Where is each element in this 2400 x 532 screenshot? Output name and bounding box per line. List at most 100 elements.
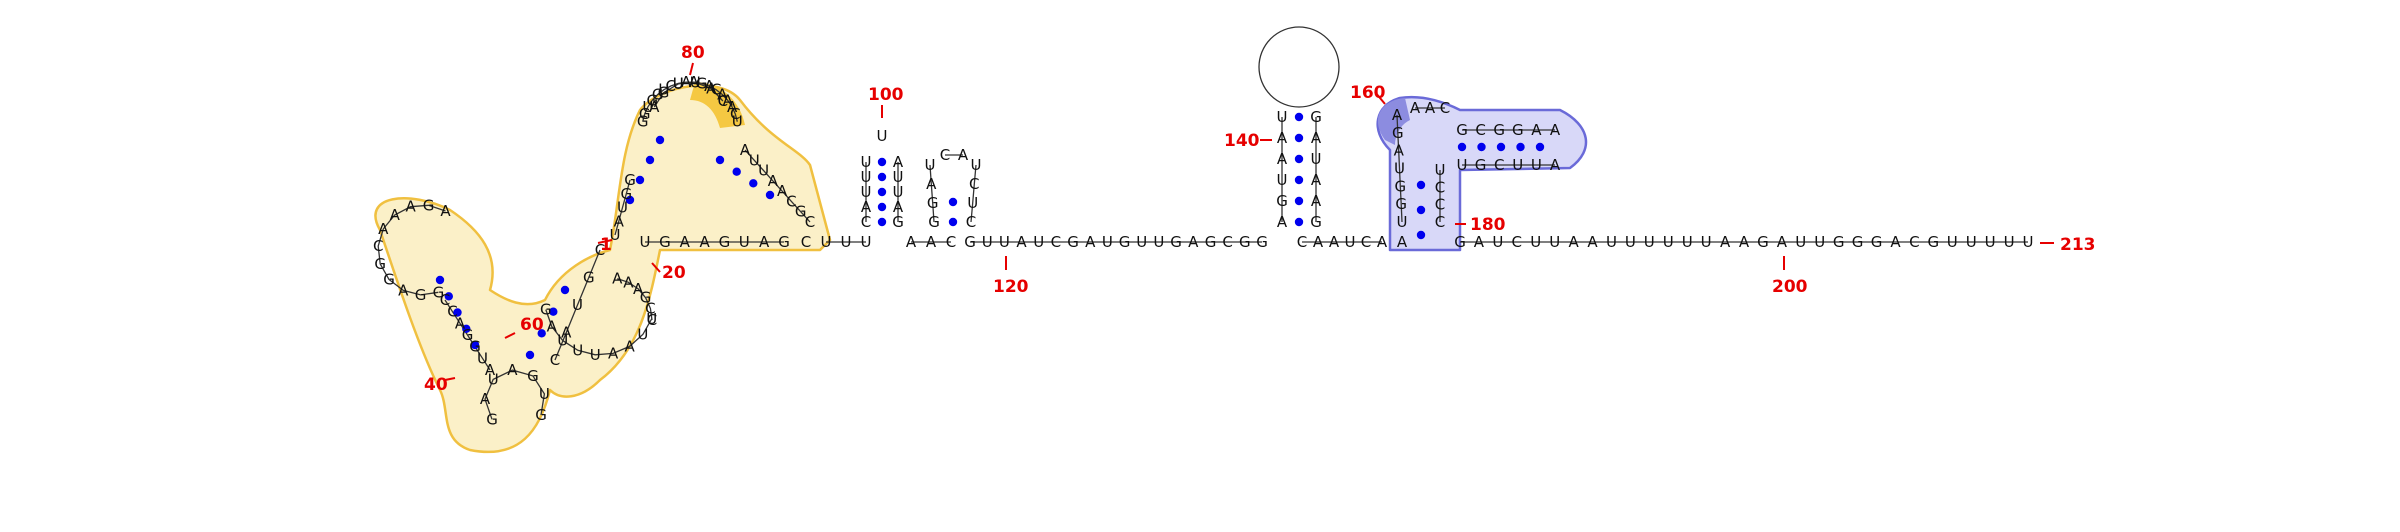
d2-stem-bot-nt-6: A [1550, 156, 1561, 174]
hp100-pair-3 [877, 187, 887, 197]
d2-stem-top-nt-5: A [1531, 121, 1542, 139]
d1-h-nt-1: A [612, 270, 623, 288]
d1-b-nt-7: A [485, 361, 496, 379]
strand-tail-nt-27: U [1947, 233, 1958, 251]
strand-mid-nt-2: U [982, 233, 993, 251]
hp140-pair-1 [1294, 112, 1304, 122]
strand-caauca-nt-1: C [1297, 233, 1307, 251]
d1-d-nt-5: C [595, 241, 605, 259]
hp100-right-nt-1: A [893, 153, 904, 171]
big-loop-nt-3: U [673, 75, 684, 93]
d1-i-nt-4: A [608, 344, 619, 362]
d1-c-nt-4: A [507, 361, 518, 379]
d2-stem-pair-1 [1457, 142, 1467, 152]
strand-tail-nt-16: A [1739, 233, 1750, 251]
d1-stem4-pair-1 [715, 155, 725, 165]
hp100-left-nt-5: U [861, 153, 872, 171]
d2-stem-pair-3 [1496, 142, 1506, 152]
strand-tail-nt-20: U [1814, 233, 1825, 251]
d1-e-nt-1: U [610, 226, 621, 244]
d2-right-nt-4: U [1435, 161, 1446, 179]
d2-left-nt-1: U [1397, 213, 1408, 231]
strand-tail-nt-4: C [1512, 233, 1522, 251]
strand-tail-nt-28: U [1966, 233, 1977, 251]
strand-mid-nt-11: U [1136, 233, 1147, 251]
d2-stem-top-nt-2: C [1475, 121, 1485, 139]
hp140-left-nt-4: A [1277, 150, 1288, 168]
hp2-top-nt-2: A [958, 146, 969, 164]
d1-a-backbone [377, 204, 446, 296]
hp100-right-nt-4: A [893, 198, 904, 216]
strand-a2-nt-1: A [1397, 233, 1408, 251]
num-tick-60 [504, 332, 516, 339]
d1-h-nt-6: C [647, 311, 657, 329]
d1-h-nt-3: A [633, 280, 644, 298]
d1-a-nt-7: A [378, 220, 389, 238]
strand-start-nt-1: U [640, 233, 651, 251]
d1-b-nt-4: G [462, 326, 474, 344]
d1-stem1-pair-5 [470, 340, 480, 350]
hp2-top-nt-1: C [940, 146, 950, 164]
d2-lower-pair-3 [1416, 230, 1426, 240]
big-loop-nt-1: A [649, 98, 660, 116]
strand-mid-nt-15: G [1205, 233, 1217, 251]
d1-g-nt-6: C [786, 192, 796, 210]
d1-g-nt-5: A [777, 182, 788, 200]
hp140-left-nt-2: G [1276, 192, 1288, 210]
strand-tail-nt-13: U [1682, 233, 1693, 251]
strand-mid-nt-16: C [1222, 233, 1232, 251]
d1-h-nt-2: A [623, 273, 634, 291]
d1-a-nt-1: G [433, 283, 445, 301]
d1-f-nt-7: C [666, 77, 676, 95]
d1-e-backbone [614, 179, 631, 236]
d1-a-nt-4: G [383, 271, 395, 289]
hp2-right-nt-1: U [971, 156, 982, 174]
strand-tail-nt-22: G [1852, 233, 1864, 251]
d1-i-nt-1: U [646, 310, 657, 328]
d2-stem-pair-5 [1535, 142, 1545, 152]
d1-b-nt-1: C [440, 291, 450, 309]
strand-start-nt-2: G [659, 233, 671, 251]
strand-tail-nt-12: U [1663, 233, 1674, 251]
d2-lower-pair-1 [1416, 180, 1426, 190]
d2-stem-top-nt-3: G [1493, 121, 1505, 139]
d1-h-backbone [617, 277, 653, 321]
strand-tail-nt-26: G [1927, 233, 1939, 251]
strand-u1-nt-3: U [861, 233, 872, 251]
hp100-pair-1 [877, 157, 887, 167]
strand-tail-nt-31: U [2023, 233, 2034, 251]
d1-i-nt-3: A [624, 337, 635, 355]
hp100-left-nt-4: U [861, 168, 872, 186]
d1-stem1-pair-2 [444, 292, 453, 301]
d1-d-backbone [554, 249, 601, 361]
hp2-left-nt-1: G [928, 213, 940, 231]
num-label-140: 140 [1224, 131, 1260, 151]
strand-mid-nt-8: A [1085, 233, 1096, 251]
d1-f-nt-16: A [727, 98, 738, 116]
strand-caauca-nt-3: A [1329, 233, 1340, 251]
strand-mid-nt-9: U [1102, 233, 1113, 251]
d2-stem-bot-nt-1: U [1457, 156, 1468, 174]
hp100-pair-4 [877, 202, 887, 212]
d1-a-nt-6: C [373, 237, 383, 255]
d1-i-nt-2: U [637, 325, 648, 343]
strand-mid-nt-1: G [964, 233, 976, 251]
d2-left-nt-5: A [1394, 142, 1405, 160]
strand-tail-nt-24: A [1890, 233, 1901, 251]
d1-b-backbone [444, 299, 491, 371]
d1-e-nt-4: G [620, 185, 632, 203]
strand-tail-nt-21: G [1833, 233, 1845, 251]
d1-stem2-pair-1 [525, 350, 535, 360]
base-pair-layer [435, 112, 1545, 360]
d1-a-nt-3: A [398, 281, 409, 299]
d1-f-nt-14: A [717, 86, 728, 104]
hp140-right-nt-1: G [1310, 108, 1322, 126]
d2-left-nt-2: G [1395, 195, 1407, 213]
hp140-left-nt-1: A [1277, 213, 1288, 231]
d1-i-backbone [545, 309, 653, 356]
hp140-right-nt-6: G [1310, 213, 1322, 231]
hp2-right-nt-3: U [967, 194, 978, 212]
strand-mid-nt-4: A [1016, 233, 1027, 251]
strand-caauca-nt-5: C [1361, 233, 1371, 251]
hp140-left-nt-3: U [1277, 171, 1288, 189]
